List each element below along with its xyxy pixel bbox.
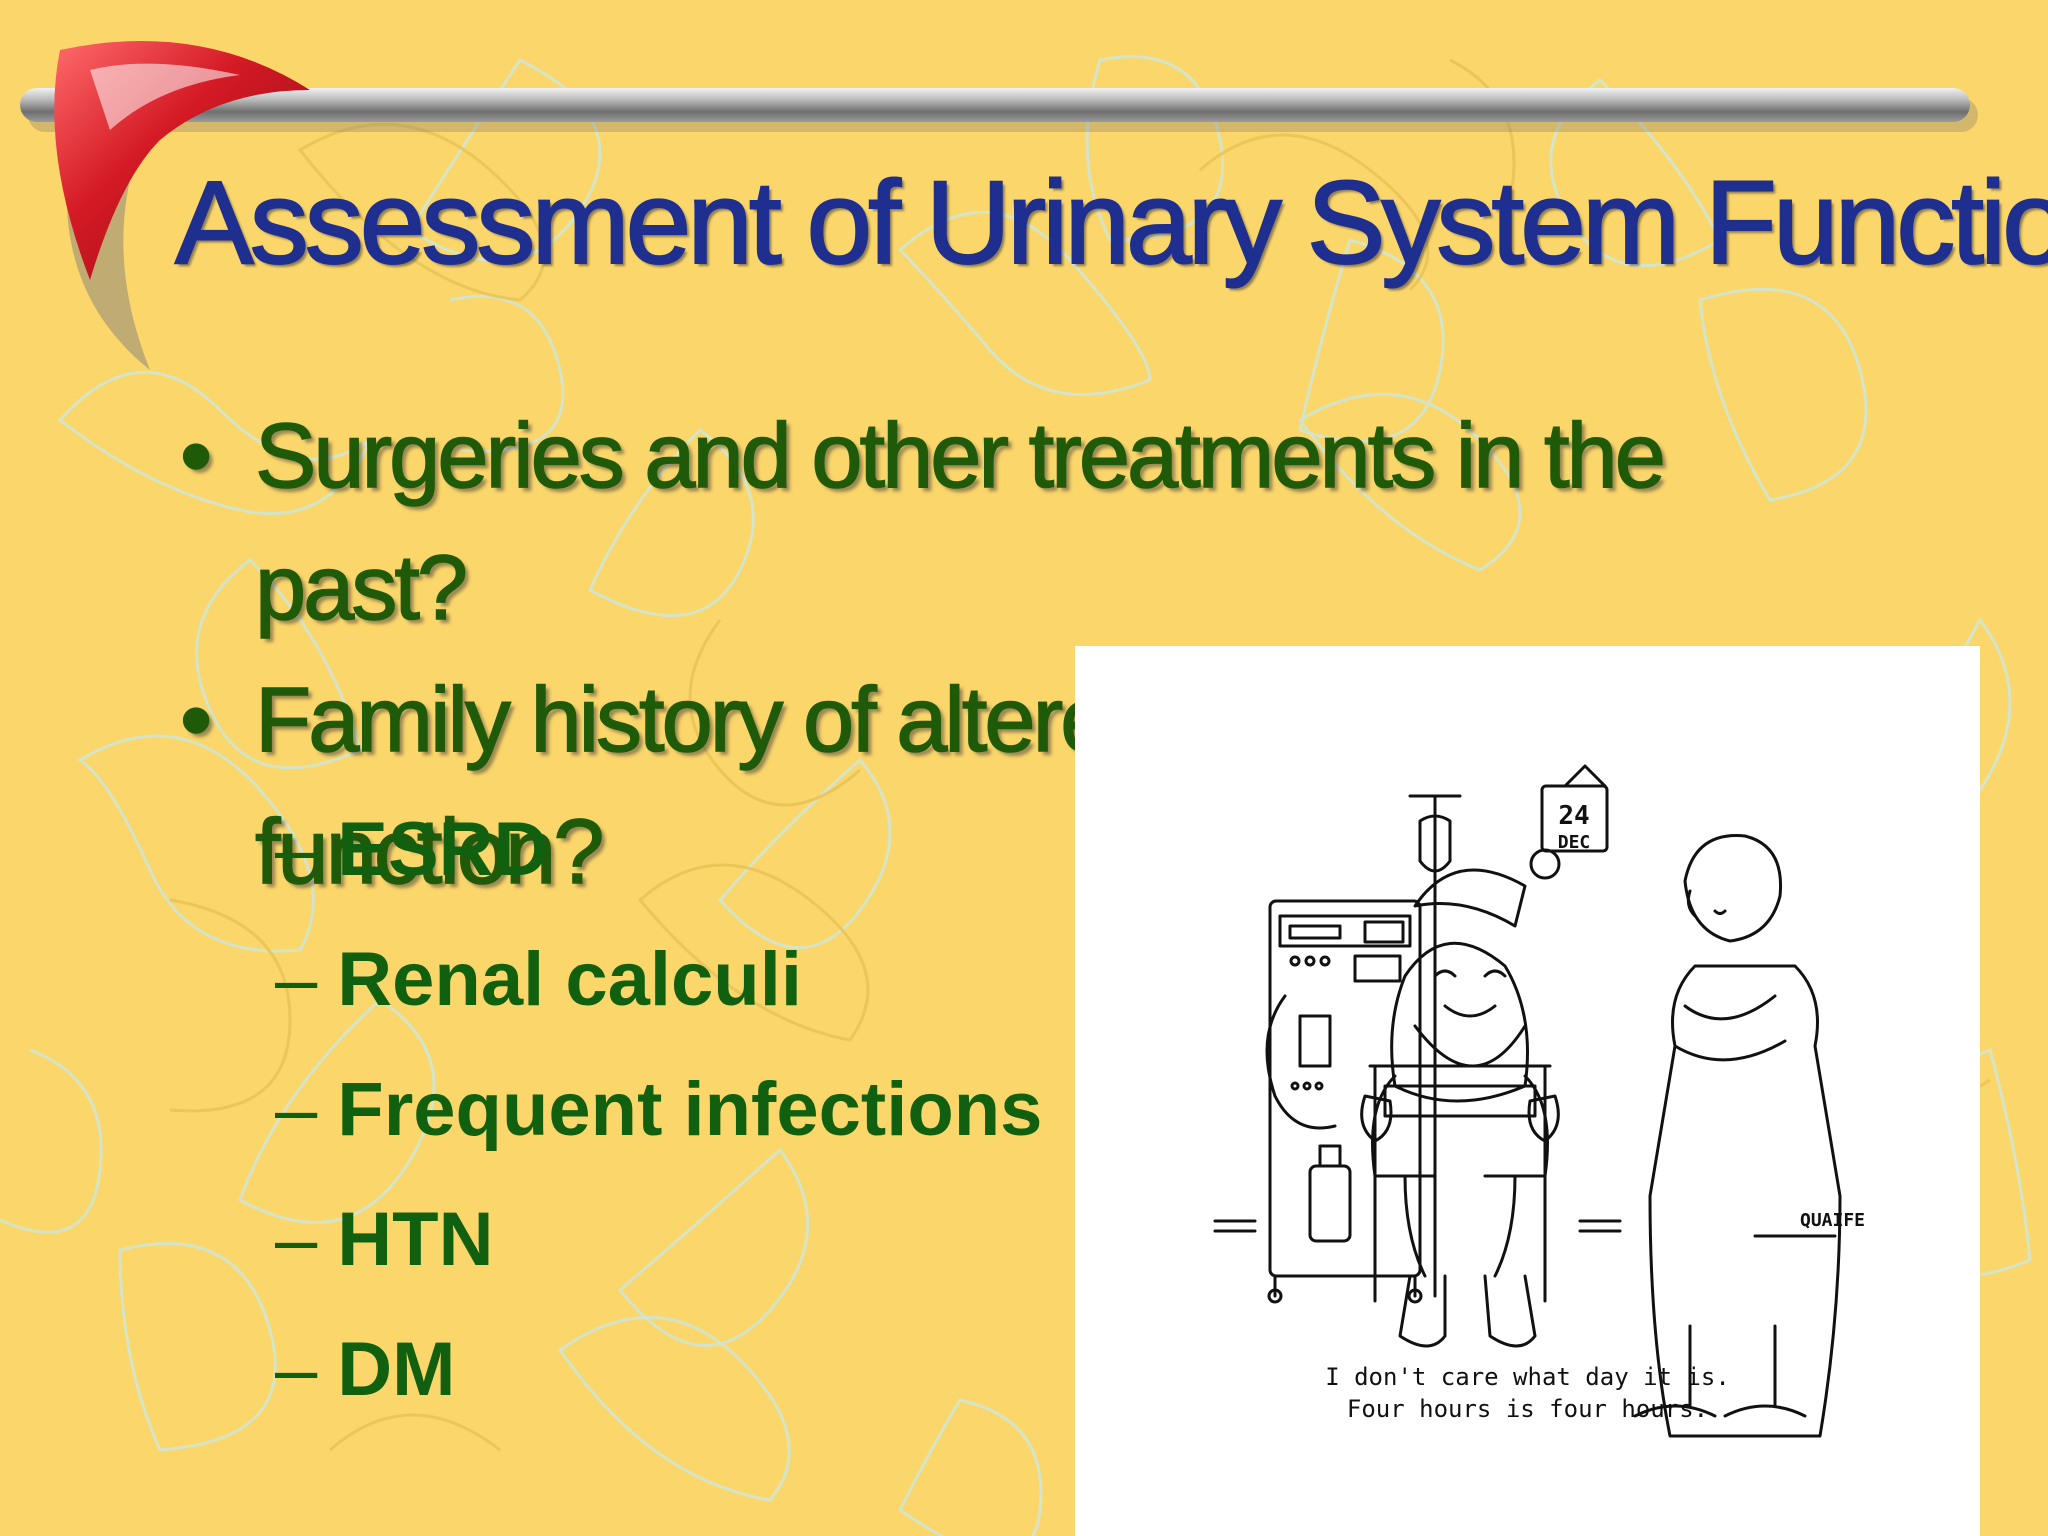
calendar-month: DEC [1558,832,1591,853]
sub-bullet-item: –HTN [275,1175,1042,1305]
slide-title: Assessment of Urinary System Function [174,156,2048,290]
dialysis-cartoon-image: 24 DEC QUAIFE I don't care what day it i… [1075,646,1980,1536]
cartoon-caption: I don't care what day it is. Four hours … [1075,1361,1980,1425]
sub-bullet-marker: – [275,807,318,892]
bullet-marker: • [179,404,213,508]
calendar-day: 24 [1558,801,1589,831]
caption-line-1: I don't care what day it is. [1325,1363,1730,1391]
artist-signature: QUAIFE [1800,1210,1865,1231]
sub-bullet-marker: – [275,1067,318,1152]
bullet-item: • Surgeries and other treatments in the … [170,390,1970,654]
sub-bullet-list: –ESRD –Renal calculi –Frequent infection… [275,785,1042,1435]
bullet-text: Surgeries and other treatments in the pa… [254,404,1666,640]
sub-bullet-text: HTN [337,1197,494,1282]
sub-bullet-marker: – [275,1327,318,1412]
bullet-marker: • [179,668,213,772]
header-bar [20,88,1978,132]
bullet-list: • Surgeries and other treatments in the … [170,390,1970,918]
caption-line-2: Four hours is four hours. [1346,1395,1709,1423]
sub-bullet-text: ESRD [337,807,549,892]
sub-bullet-marker: – [275,937,318,1022]
sub-bullet-text: Frequent infections [337,1067,1043,1152]
sub-bullet-text: DM [337,1327,456,1412]
sub-bullet-text: Renal calculi [337,937,802,1022]
boomerang-logo [54,41,311,370]
sub-bullet-item: –Frequent infections [275,1045,1042,1175]
sub-bullet-marker: – [275,1197,318,1282]
sub-bullet-item: –Renal calculi [275,915,1042,1045]
sub-bullet-item: –DM [275,1305,1042,1435]
sub-bullet-item: –ESRD [275,785,1042,915]
cartoon-drawing: 24 DEC QUAIFE [1213,764,1865,1438]
